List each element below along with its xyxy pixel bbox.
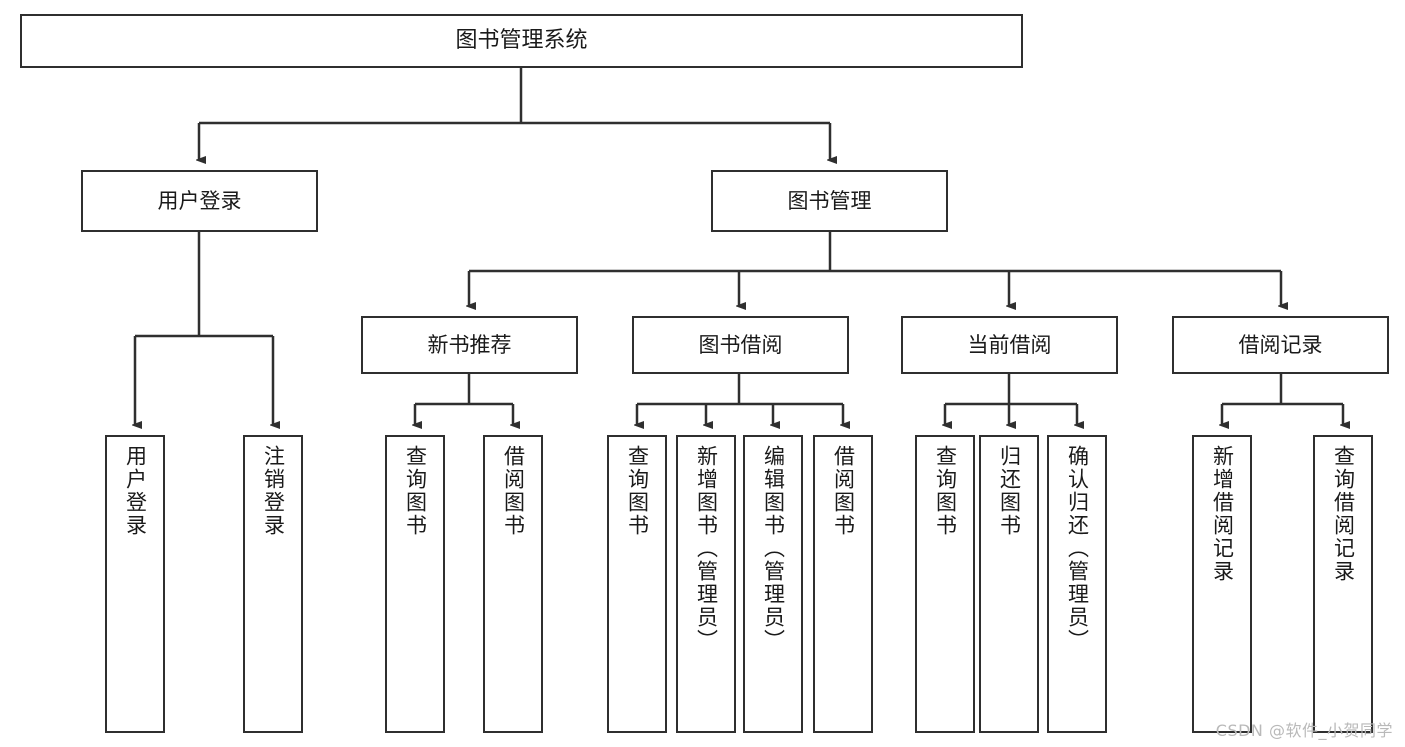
leaf-borrow-borrow-book[interactable]: 借阅图书 (813, 435, 873, 733)
node-borrow-record[interactable]: 借阅记录 (1172, 316, 1389, 374)
node-book-management[interactable]: 图书管理 (711, 170, 948, 232)
leaf-borrow-edit-book-admin[interactable]: 编辑图书（管理员） (743, 435, 803, 733)
node-book-borrow[interactable]: 图书借阅 (632, 316, 849, 374)
leaf-current-query-book[interactable]: 查询图书 (915, 435, 975, 733)
node-label: 图书借阅 (698, 332, 783, 357)
leaf-user-login-signout[interactable]: 注销登录 (243, 435, 303, 733)
node-label: 新书推荐 (427, 332, 512, 357)
node-label: 查询图书 (625, 445, 650, 537)
node-user-login[interactable]: 用户登录 (81, 170, 318, 232)
leaf-new-book-borrow[interactable]: 借阅图书 (483, 435, 543, 733)
leaf-borrow-add-book-admin[interactable]: 新增图书（管理员） (676, 435, 736, 733)
node-label: 归还图书 (997, 445, 1022, 537)
leaf-new-book-query[interactable]: 查询图书 (385, 435, 445, 733)
node-label: 查询借阅记录 (1331, 445, 1356, 583)
leaf-user-login-signin[interactable]: 用户登录 (105, 435, 165, 733)
node-label: 新增借阅记录 (1210, 445, 1235, 583)
node-label: 图书管理 (787, 188, 872, 213)
node-label: 用户登录 (123, 445, 148, 537)
leaf-record-add-record[interactable]: 新增借阅记录 (1192, 435, 1252, 733)
node-label: 注销登录 (261, 445, 286, 537)
leaf-current-confirm-return-admin[interactable]: 确认归还（管理员） (1047, 435, 1107, 733)
node-label: 借阅记录 (1238, 332, 1323, 357)
csdn-watermark: CSDN @软件_小贺同学 (1215, 721, 1393, 740)
node-label: 当前借阅 (967, 332, 1052, 357)
node-label: 用户登录 (157, 188, 242, 213)
node-label: 借阅图书 (831, 445, 856, 537)
leaf-current-return-book[interactable]: 归还图书 (979, 435, 1039, 733)
node-label: 新增图书（管理员） (694, 445, 719, 652)
node-label: 借阅图书 (501, 445, 526, 537)
node-current-borrow[interactable]: 当前借阅 (901, 316, 1118, 374)
leaf-borrow-query-book[interactable]: 查询图书 (607, 435, 667, 733)
node-label: 查询图书 (403, 445, 428, 537)
leaf-record-query-record[interactable]: 查询借阅记录 (1313, 435, 1373, 733)
node-label: 编辑图书（管理员） (761, 445, 786, 652)
node-label: 查询图书 (933, 445, 958, 537)
node-label: 图书管理系统 (455, 28, 588, 54)
node-root-system[interactable]: 图书管理系统 (20, 14, 1023, 68)
node-label: 确认归还（管理员） (1065, 445, 1090, 652)
node-new-book-recommend[interactable]: 新书推荐 (361, 316, 578, 374)
